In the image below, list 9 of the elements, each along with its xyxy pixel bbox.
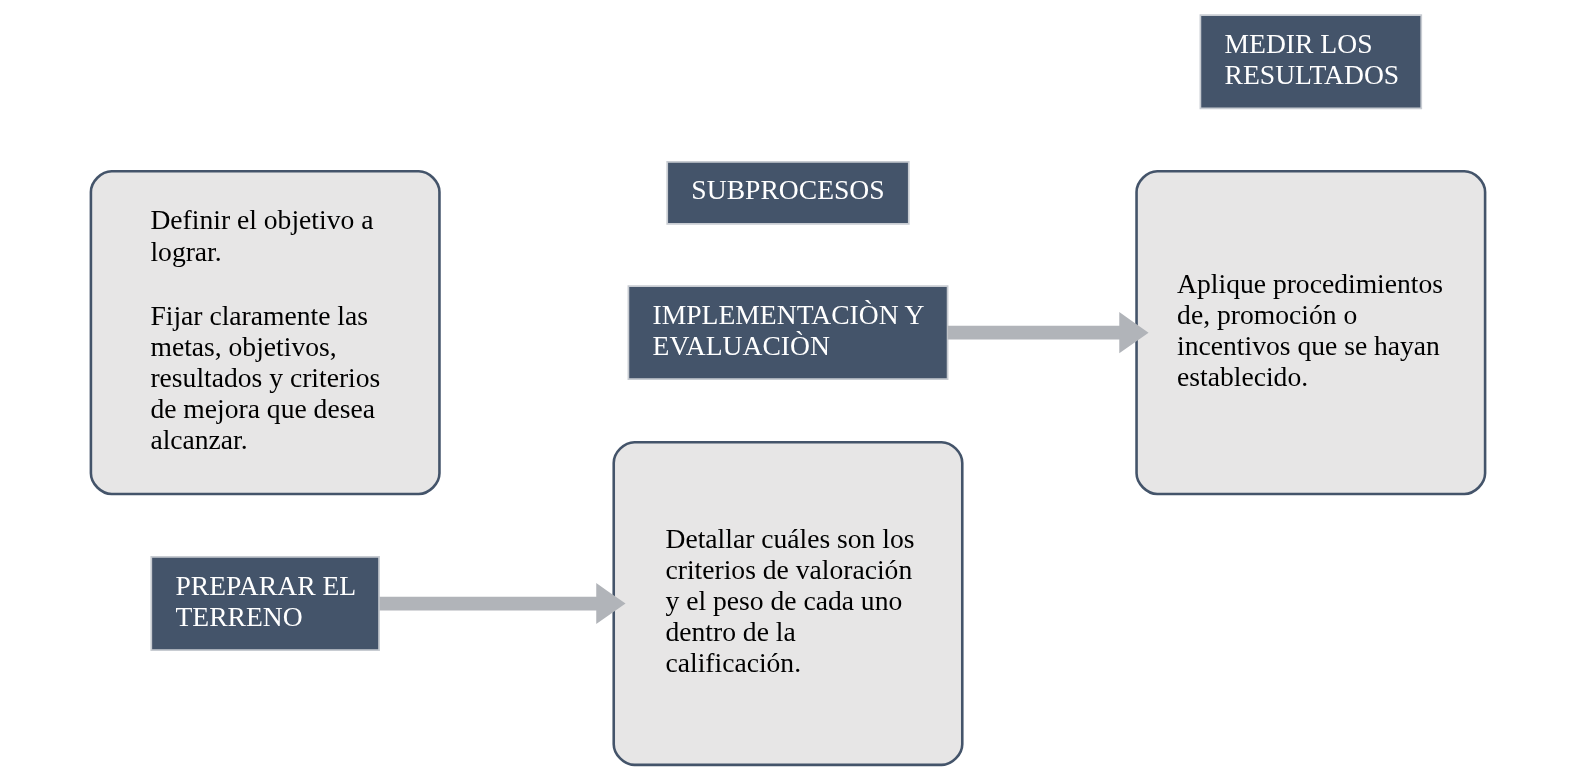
node-box: Detallar cuáles son los criterios de valoración y el peso de cada uno dentro de la calificación. — [612, 440, 964, 767]
arrow — [947, 312, 1149, 354]
arrow — [379, 583, 626, 625]
node-box: Aplique procedimientos de, promoción o incentivos que se hayan establecido. — [1135, 170, 1487, 496]
node-box: SUBPROCESOS — [666, 160, 910, 225]
node-box: Definir el objetivo a lograr. Fijar claramente las metas, objetivos, resultados y criterios de mejora que desea alcanzar. — [89, 170, 441, 496]
node-box: MEDIR LOS RESULTADOS — [1199, 14, 1423, 110]
node-box: IMPLEMENTACIÒN Y EVALUACIÒN — [627, 285, 949, 381]
node-box: PREPARAR EL TERRENO — [150, 556, 380, 651]
